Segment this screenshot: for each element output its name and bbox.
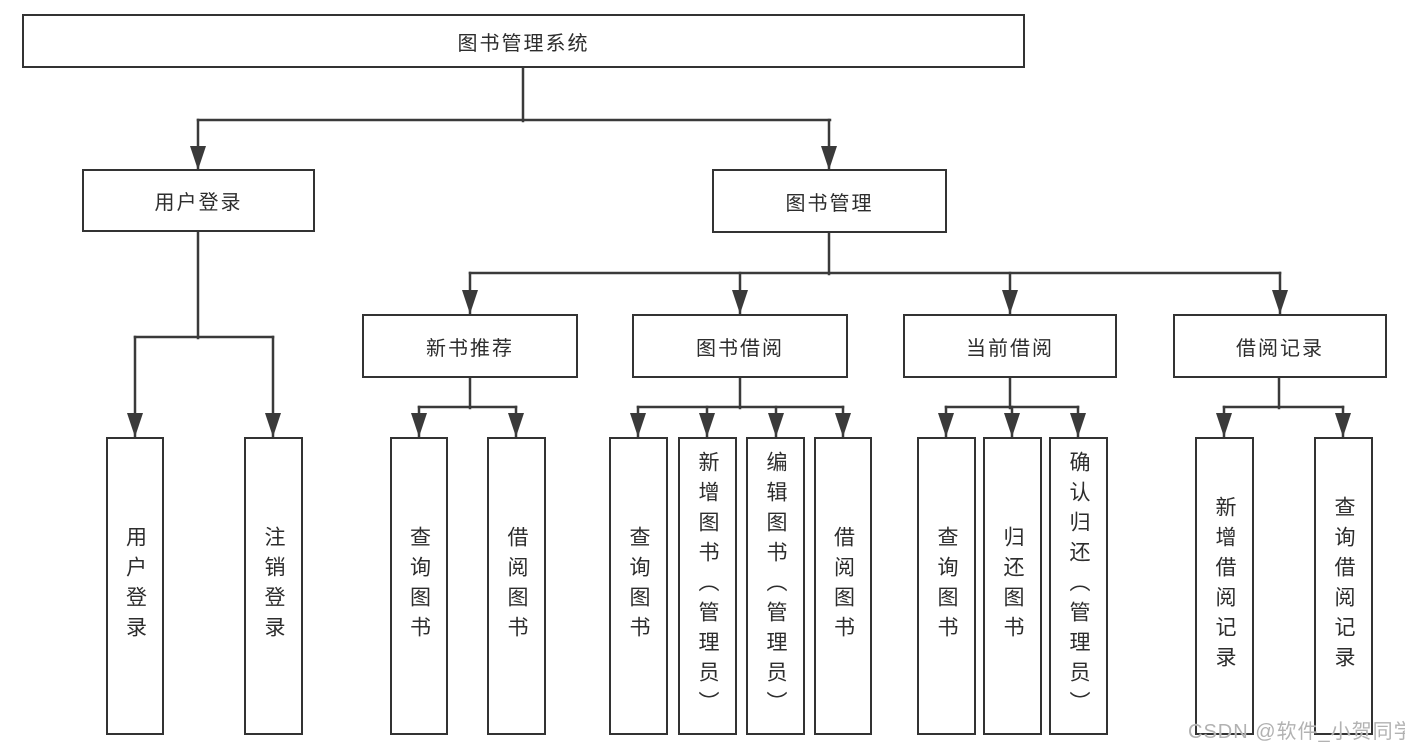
leaf-records-query: 查询借阅记录 — [1314, 437, 1373, 735]
leaf-borrow-edit-admin: 编辑图书（管理员） — [746, 437, 805, 735]
node-root-system: 图书管理系统 — [22, 14, 1025, 68]
node-book-management: 图书管理 — [712, 169, 947, 233]
node-current-borrowing: 当前借阅 — [903, 314, 1117, 378]
leaf-current-return: 归还图书 — [983, 437, 1042, 735]
node-new-book-recommend: 新书推荐 — [362, 314, 578, 378]
leaf-borrow-query: 查询图书 — [609, 437, 668, 735]
leaf-borrow-add-admin: 新增图书（管理员） — [678, 437, 737, 735]
leaf-borrow-borrow: 借阅图书 — [814, 437, 872, 735]
node-book-borrowing: 图书借阅 — [632, 314, 848, 378]
leaf-current-query: 查询图书 — [917, 437, 976, 735]
leaf-records-add: 新增借阅记录 — [1195, 437, 1254, 735]
leaf-newbook-borrow: 借阅图书 — [487, 437, 546, 735]
csdn-watermark: CSDN @软件_小贺同学 — [1188, 721, 1405, 743]
leaf-newbook-query: 查询图书 — [390, 437, 448, 735]
leaf-logout: 注销登录 — [244, 437, 303, 735]
node-borrowing-records: 借阅记录 — [1173, 314, 1387, 378]
leaf-current-confirm-admin: 确认归还（管理员） — [1049, 437, 1108, 735]
node-user-login: 用户登录 — [82, 169, 315, 232]
leaf-user-login: 用户登录 — [106, 437, 164, 735]
